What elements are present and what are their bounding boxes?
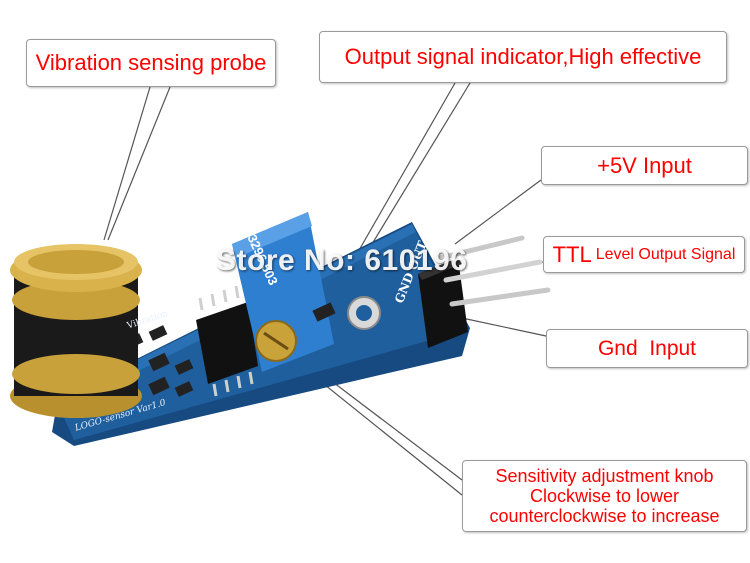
callout-output-indicator-text: Output signal indicator,High effective — [344, 44, 702, 69]
callout-knob-line-1: Sensitivity adjustment knob — [495, 466, 714, 486]
ic-chip — [196, 285, 258, 397]
callout-sensitivity-knob: Sensitivity adjustment knob Clockwise to… — [462, 460, 747, 532]
probe-leader-line-2 — [107, 86, 171, 241]
probe-leader-line — [103, 86, 151, 241]
callout-gnd-input-text: Gnd Input — [597, 336, 697, 360]
callout-output-indicator: Output signal indicator,High effective — [319, 31, 727, 83]
callout-gnd-input: Gnd Input — [546, 329, 748, 368]
callout-ttl-prefix: TTL — [552, 241, 592, 267]
header-pins — [418, 235, 551, 348]
callout-5v-input-text: +5V Input — [597, 152, 692, 178]
adjustment-knob-icon — [255, 320, 297, 362]
callout-knob-line-3: counterclockwise to increase — [489, 506, 720, 526]
5v-leader-line — [454, 179, 542, 245]
callout-vibration-probe: Vibration sensing probe — [26, 39, 276, 87]
mounting-hole — [347, 296, 381, 330]
callout-vibration-probe-text: Vibration sensing probe — [35, 50, 267, 75]
gnd-leader-line — [461, 317, 547, 337]
callout-5v-input: +5V Input — [541, 146, 748, 185]
vibration-probe — [10, 244, 142, 418]
store-watermark: Store No: 610196 — [216, 244, 468, 277]
callout-knob-line-2: Clockwise to lower — [529, 486, 680, 506]
indicator-led — [312, 302, 336, 322]
callout-ttl-output: TTL Level Output Signal — [543, 236, 745, 273]
callout-ttl-rest: Level Output Signal — [595, 245, 736, 263]
